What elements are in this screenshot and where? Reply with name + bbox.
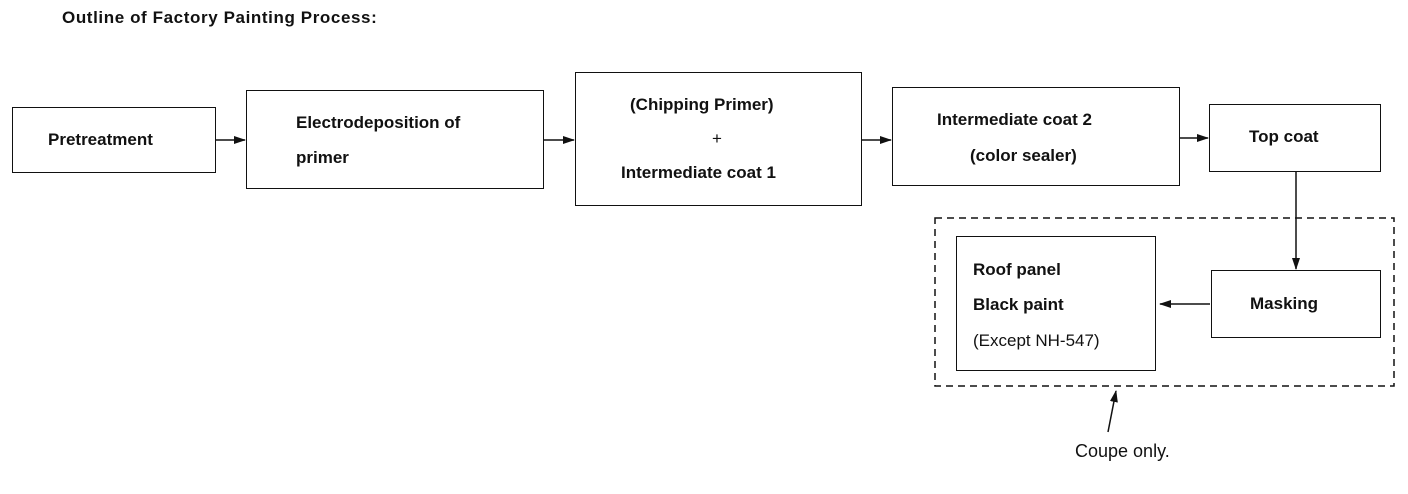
chipping-primer-box — [575, 72, 862, 206]
top-coat-box — [1209, 104, 1381, 172]
masking-box — [1211, 270, 1381, 338]
electrodeposition-label-line1: Electrodeposition of — [296, 113, 461, 132]
pretreatment-box — [12, 107, 216, 173]
electrodeposition-box — [246, 90, 544, 189]
masking-label: Masking — [1250, 294, 1319, 313]
intermediate-coat-2-label-line1: Intermediate coat 2 — [937, 110, 1092, 129]
chipping-primer-label: (Chipping Primer) — [630, 95, 774, 114]
coupe-only-note: Coupe only. — [1075, 441, 1170, 461]
plus-sign: + — [712, 129, 722, 148]
intermediate-coat-2-box — [892, 87, 1180, 186]
roof-panel-box — [956, 236, 1156, 371]
roof-panel-label-line2: Black paint — [973, 295, 1064, 314]
diagram-title: Outline of Factory Painting Process: — [62, 8, 378, 27]
electrodeposition-label-line2: primer — [296, 148, 349, 167]
arrow-coupe-note — [1107, 390, 1118, 433]
roof-panel-label-line1: Roof panel — [973, 260, 1061, 279]
intermediate-coat-1-label: Intermediate coat 1 — [621, 163, 776, 182]
roof-panel-label-line3: (Except NH-547) — [973, 331, 1100, 350]
pretreatment-label: Pretreatment — [48, 130, 153, 149]
intermediate-coat-2-label-line2: (color sealer) — [970, 146, 1077, 165]
top-coat-label: Top coat — [1249, 127, 1319, 146]
coupe-only-group-border — [934, 217, 1395, 387]
